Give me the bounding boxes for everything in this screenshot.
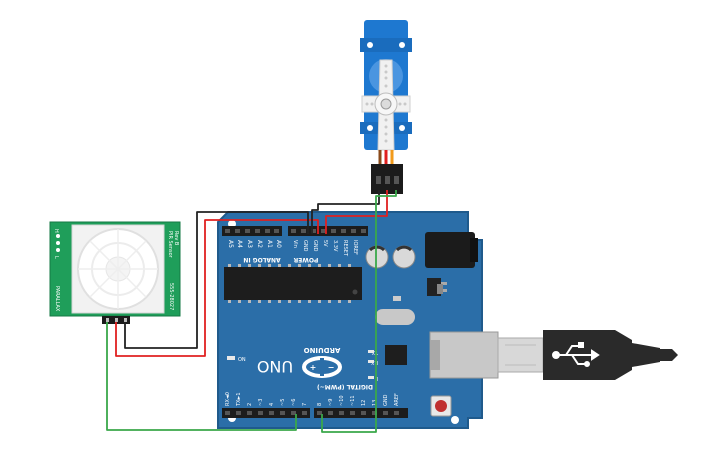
pir-jumper-label-l: L — [53, 256, 59, 259]
uno-label: UNO — [257, 357, 293, 376]
pin-label-d1: TX►1 — [236, 392, 242, 407]
pin-label-d3: ~3 — [258, 399, 264, 406]
pir-sensor[interactable]: H L PARALLAX PIR Sensor Rev B 555-28027 — [49, 221, 181, 324]
pir-part-label: 555-28027 — [168, 283, 174, 310]
servo-motor[interactable] — [360, 20, 412, 194]
pir-jumper — [56, 234, 60, 252]
analog-header — [222, 226, 282, 236]
pin-label-d8: 8 — [317, 403, 323, 406]
capacitor — [365, 245, 389, 269]
pin-label-5v: 5V — [322, 240, 328, 247]
pin-label-reset: RESET — [342, 240, 348, 257]
pin-label-d2: 2 — [247, 403, 253, 406]
pin-label-d13: 13 — [372, 400, 378, 406]
wire-servo-signal[interactable] — [321, 190, 397, 433]
mount-hole — [451, 416, 459, 424]
pin-label-vin: Vin — [292, 240, 298, 248]
digital-header-low — [222, 408, 310, 418]
wires — [106, 190, 397, 433]
pin-label-ioref: IOREF — [352, 240, 358, 255]
on-led-label: ON — [238, 357, 246, 363]
pir-rev-label: Rev B — [173, 231, 179, 246]
pin-label-gnd-digital: GND — [383, 394, 389, 406]
wire-servo-power[interactable] — [325, 190, 388, 234]
pin-label-d6: ~6 — [291, 399, 297, 406]
power-header — [288, 226, 368, 236]
digital-pin-labels: RX◄0 TX►1 2 ~3 4 ~5 ~6 7 8 ~9 ~10 ~11 12… — [225, 392, 400, 407]
crystal — [375, 309, 415, 325]
rx-led-label: RX — [371, 359, 378, 365]
reset-button-cap[interactable] — [435, 400, 447, 412]
digital-header-label: DIGITAL (PWM~) — [317, 383, 373, 390]
pin-label-d10: ~10 — [339, 395, 345, 406]
usb-plug-metal — [497, 337, 544, 373]
chip-pins — [228, 264, 351, 303]
dc-power-jack[interactable] — [425, 232, 475, 268]
pin-label-d11: ~11 — [350, 395, 356, 406]
pin-label-a2: A2 — [256, 240, 263, 248]
pin-label-d0: RX◄0 — [225, 392, 231, 406]
pir-jumper-label-h: H — [53, 229, 59, 233]
pin-label-a1: A1 — [266, 240, 273, 248]
pin-label-gnd: GND — [302, 240, 308, 252]
pin-label-a3: A3 — [246, 240, 253, 248]
power-pin-labels: Vin GND GND 5V 3.3V RESET IOREF — [292, 240, 358, 257]
usb-cable[interactable] — [429, 330, 678, 380]
svg-text:+: + — [310, 363, 317, 372]
pin-label-d4: 4 — [269, 403, 275, 406]
pir-title-label: PIR Sensor — [167, 231, 173, 259]
usb-icon — [552, 342, 600, 367]
wire-pir-power[interactable] — [115, 219, 319, 357]
resistor — [393, 296, 401, 301]
pin-label-d5: ~5 — [280, 399, 286, 406]
pin-label-d7: 7 — [302, 403, 308, 406]
svg-text:−: − — [328, 363, 335, 372]
arduino-board[interactable]: A5 A4 A3 A2 A1 A0 ANALOG IN Vin GND GND … — [217, 211, 483, 429]
digital-header-pins — [225, 411, 399, 415]
pin-label-a0: A0 — [275, 240, 282, 248]
pir-brand-label: PARALLAX — [54, 286, 60, 312]
analog-header-label: ANALOG IN — [243, 256, 280, 263]
arduino-brand-label: ARDUINO — [304, 346, 341, 354]
usb-b-port — [429, 331, 499, 379]
wire-pir-ground[interactable] — [124, 211, 309, 349]
usb-chip — [385, 345, 407, 365]
wire-servo-ground[interactable] — [311, 190, 380, 234]
pin-label-3v3: 3.3V — [332, 240, 338, 252]
servo-top-ear — [360, 38, 412, 52]
arduino-logo: + − — [302, 356, 342, 378]
usb-strain-relief — [632, 343, 660, 367]
top-header-pins — [225, 229, 366, 233]
on-led — [227, 356, 235, 360]
chip-notch — [352, 289, 358, 295]
pin-label-d9: ~9 — [328, 399, 334, 406]
pin-label-aref: AREF — [394, 393, 400, 406]
servo-horn[interactable] — [361, 59, 411, 151]
pin-label-d12: 12 — [361, 400, 367, 406]
arduino-pcb — [217, 211, 483, 429]
power-header-label: POWER — [293, 256, 318, 263]
capacitor — [392, 245, 416, 269]
wire-pir-signal[interactable] — [106, 322, 297, 431]
pin-label-a5: A5 — [227, 240, 234, 248]
pin-label-gnd: GND — [312, 240, 318, 252]
analog-pin-labels: A5 A4 A3 A2 A1 A0 — [227, 240, 282, 248]
atmega-chip — [224, 267, 362, 300]
pin-label-a4: A4 — [236, 240, 243, 248]
tx-led-label: TX — [371, 349, 379, 355]
